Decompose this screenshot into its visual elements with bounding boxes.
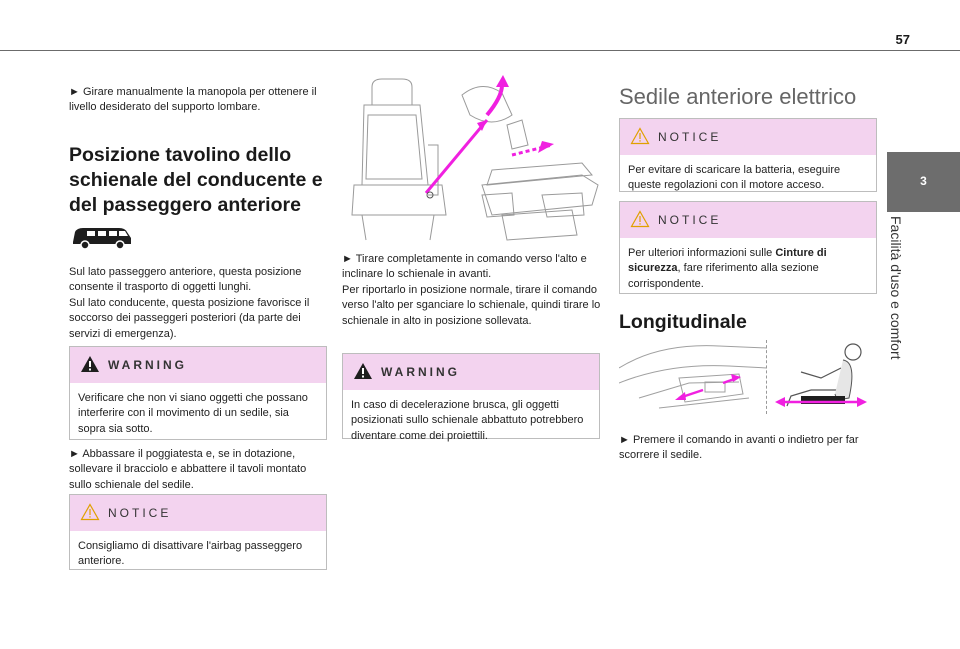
seat-slide-icon bbox=[771, 338, 871, 420]
page-number: 57 bbox=[895, 32, 910, 47]
chapter-title: Facilità d'uso e comfort bbox=[888, 216, 914, 396]
warning-header: WARNING bbox=[70, 347, 326, 383]
intro-paragraph-1: Sul lato passeggero anteriore, questa po… bbox=[69, 266, 302, 294]
notice-header-battery: NOTICE bbox=[620, 119, 876, 155]
seat-switch-illustration bbox=[618, 338, 768, 420]
chapter-title-text: Facilità d'uso e comfort bbox=[888, 216, 904, 360]
notice-box-seatbelts: NOTICE Per ulteriori informazioni sulle … bbox=[619, 201, 877, 294]
recline-restore: Per riportarlo in posizione normale, tir… bbox=[342, 283, 601, 327]
seatbelts-link-text: Cinture di sicurezza bbox=[628, 247, 827, 275]
lumbar-instruction: ► Girare manualmente la manopola per ott… bbox=[69, 86, 317, 114]
warning-icon bbox=[354, 363, 372, 379]
section-heading: Posizione tavolino dello schienale del c… bbox=[69, 144, 323, 216]
notice-label-battery: NOTICE bbox=[658, 130, 722, 144]
warning-box: WARNING Verificare che non vi siano ogge… bbox=[69, 346, 327, 440]
van-icon bbox=[69, 224, 133, 250]
notice-text-seatbelts: Per ulteriori informazioni sulle Cinture… bbox=[620, 238, 876, 300]
figure-divider bbox=[766, 340, 769, 414]
notice-text-before: Per ulteriori informazioni sulle bbox=[628, 247, 776, 259]
notice-header: NOTICE bbox=[70, 495, 326, 531]
notice-label: NOTICE bbox=[108, 506, 172, 520]
longitudinal-heading: Longitudinale bbox=[619, 311, 747, 333]
header-rule bbox=[0, 50, 960, 51]
notice-header-seatbelts: NOTICE bbox=[620, 202, 876, 238]
notice-box: NOTICE Consigliamo di disattivare l'airb… bbox=[69, 494, 327, 570]
seat-table-illustration bbox=[342, 75, 604, 243]
chapter-tab[interactable] bbox=[887, 152, 960, 212]
warning-text-2: In caso di decelerazione brusca, gli ogg… bbox=[351, 399, 584, 442]
chapter-number: 3 bbox=[920, 174, 927, 188]
recline-text: ► Tirare completamente in comando verso … bbox=[342, 252, 604, 329]
notice-text: Consigliamo di disattivare l'airbag pass… bbox=[78, 540, 303, 568]
warning-label: WARNING bbox=[108, 358, 187, 372]
warning-icon bbox=[81, 356, 99, 372]
electric-seat-title: Sedile anteriore elettrico bbox=[619, 84, 857, 109]
notice-box-battery: NOTICE Per evitare di scaricare la batte… bbox=[619, 118, 877, 192]
notice-text-battery: Per evitare di scaricare la batteria, es… bbox=[628, 164, 841, 192]
intro-paragraph-2: Sul lato conducente, questa posizione fa… bbox=[69, 296, 310, 340]
intro-text: Sul lato passeggero anteriore, questa po… bbox=[69, 265, 324, 342]
warning-text: Verificare che non vi siano oggetti che … bbox=[78, 392, 308, 435]
notice-label-seatbelts: NOTICE bbox=[658, 213, 722, 227]
warning-header-2: WARNING bbox=[343, 354, 599, 390]
recline-step: ► Tirare completamente in comando verso … bbox=[342, 253, 587, 281]
notice-icon bbox=[630, 210, 650, 228]
notice-icon bbox=[80, 503, 100, 521]
slide-instruction: ► Premere il comando in avanti o indietr… bbox=[619, 434, 859, 462]
warning-label-2: WARNING bbox=[381, 365, 460, 379]
warning-box-2: WARNING In caso di decelerazione brusca,… bbox=[342, 353, 600, 442]
notice-text-after: , fare riferimento alla sezione corrispo… bbox=[628, 262, 819, 290]
headrest-instruction: ► Abbassare il poggiatesta e, se in dota… bbox=[69, 448, 307, 491]
notice-icon bbox=[630, 127, 650, 145]
